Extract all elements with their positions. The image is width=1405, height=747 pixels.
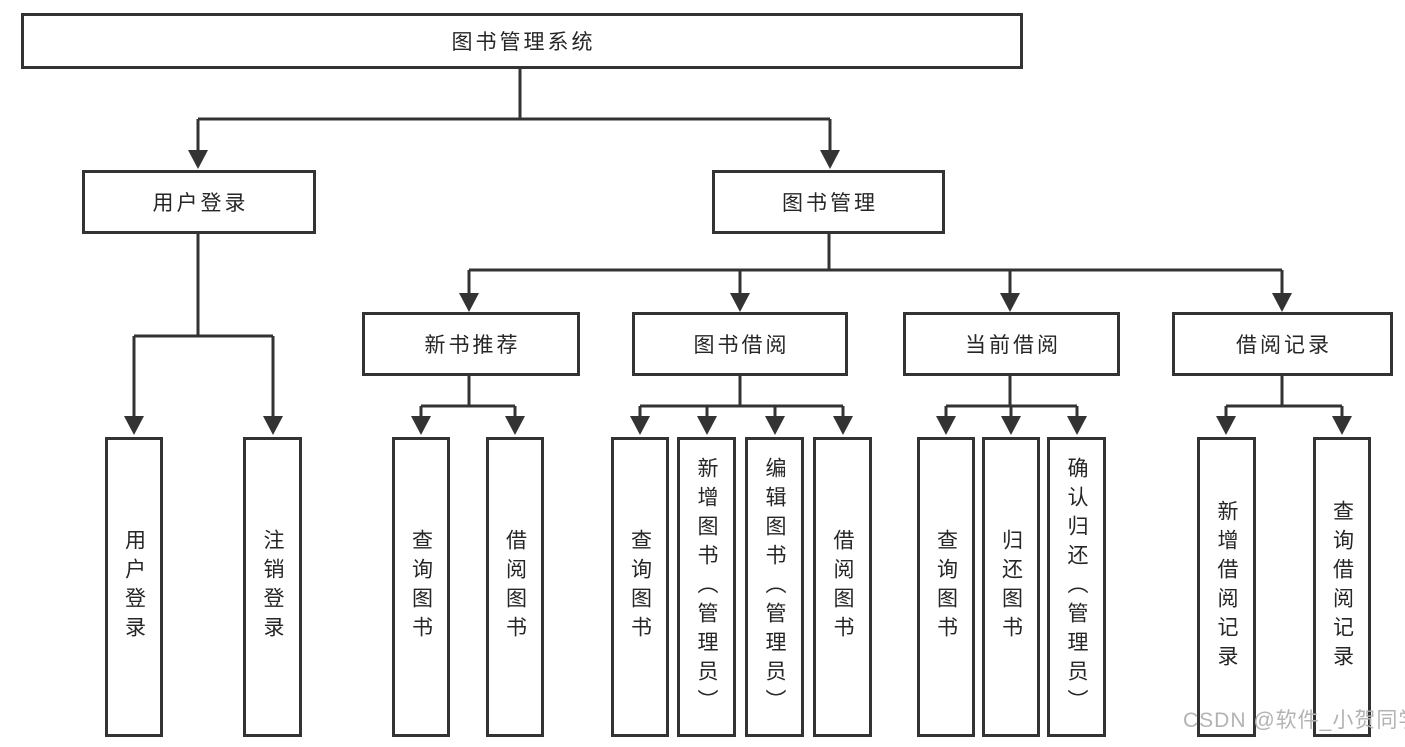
node-user-login: 用户登录 bbox=[82, 170, 316, 234]
leaf-br-query-record: 查询借阅记录 bbox=[1313, 437, 1371, 737]
node-label: 新增图书（管理员） bbox=[695, 456, 718, 718]
leaf-cb-query-books: 查询图书 bbox=[917, 437, 975, 737]
node-book-management: 图书管理 bbox=[712, 170, 945, 234]
node-label: 用户登录 bbox=[152, 192, 249, 215]
node-label: 查询图书 bbox=[409, 529, 433, 645]
node-borrowing-records: 借阅记录 bbox=[1172, 312, 1393, 376]
node-label: 查询图书 bbox=[934, 529, 958, 645]
node-label: 归还图书 bbox=[999, 529, 1023, 645]
leaf-user-login: 用户登录 bbox=[105, 437, 163, 737]
leaf-logout: 注销登录 bbox=[243, 437, 302, 737]
node-label: 编辑图书（管理员） bbox=[763, 456, 786, 718]
leaf-nbr-query-books: 查询图书 bbox=[392, 437, 450, 737]
node-book-borrowing: 图书借阅 bbox=[632, 312, 848, 376]
node-label: 图书借阅 bbox=[693, 334, 790, 357]
node-label: 当前借阅 bbox=[965, 334, 1061, 357]
node-current-borrowing: 当前借阅 bbox=[903, 312, 1120, 376]
arrowheads bbox=[124, 150, 1352, 435]
leaf-br-add-record: 新增借阅记录 bbox=[1197, 437, 1256, 737]
node-label: 查询图书 bbox=[628, 529, 652, 645]
node-label: 借阅图书 bbox=[503, 529, 527, 645]
node-label: 确认归还（管理员） bbox=[1065, 456, 1088, 718]
node-label: 新增借阅记录 bbox=[1215, 500, 1238, 674]
node-label: 用户登录 bbox=[122, 529, 146, 645]
node-label: 查询借阅记录 bbox=[1330, 500, 1354, 674]
leaf-bb-borrow-books: 借阅图书 bbox=[813, 437, 872, 737]
node-label: 注销登录 bbox=[261, 529, 284, 645]
node-label: 借阅记录 bbox=[1236, 334, 1332, 357]
leaf-bb-query-books: 查询图书 bbox=[611, 437, 669, 737]
leaf-bb-add-books-admin: 新增图书（管理员） bbox=[677, 437, 736, 737]
node-label: 图书管理系统 bbox=[451, 31, 596, 54]
leaf-nbr-borrow-books: 借阅图书 bbox=[486, 437, 544, 737]
node-new-book-recommend: 新书推荐 bbox=[362, 312, 580, 376]
node-label: 借阅图书 bbox=[831, 529, 854, 645]
leaf-cb-confirm-return-admin: 确认归还（管理员） bbox=[1047, 437, 1106, 737]
leaf-cb-return-books: 归还图书 bbox=[982, 437, 1040, 737]
csdn-watermark: CSDN @软件_小贺同学 bbox=[1183, 709, 1405, 732]
node-library-system-root: 图书管理系统 bbox=[21, 13, 1023, 69]
node-label: 新书推荐 bbox=[424, 334, 521, 357]
node-label: 图书管理 bbox=[782, 192, 878, 215]
leaf-bb-edit-books-admin: 编辑图书（管理员） bbox=[745, 437, 804, 737]
connector-paths bbox=[132, 68, 1344, 418]
